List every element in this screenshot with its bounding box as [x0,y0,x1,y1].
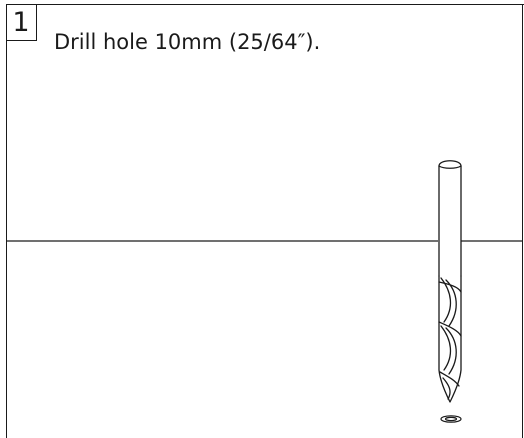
hole-mark-icon [440,415,462,423]
step-instruction-text: Drill hole 10mm (25/64″). [54,30,321,54]
frame-right-border [522,4,523,438]
frame-top-border [6,4,524,5]
frame-left-border [6,4,7,438]
drill-bit-icon [438,160,462,403]
step-number-badge: 1 [6,4,37,41]
